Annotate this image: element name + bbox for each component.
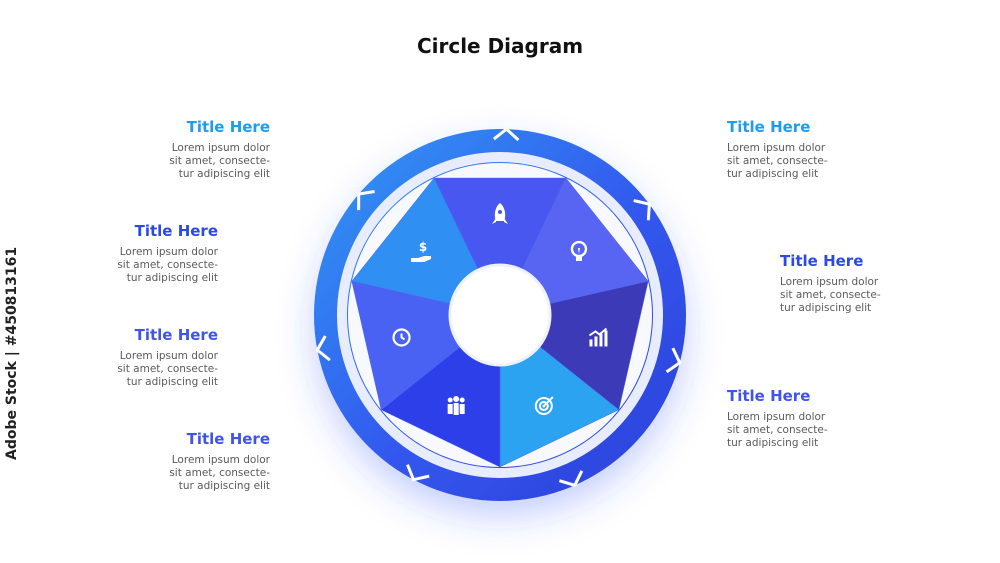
item-line: sit amet, consecte- [169,467,270,479]
item-7: Title Here Lorem ipsum dolor sit amet, c… [727,387,927,450]
item-description: Lorem ipsum dolor sit amet, consecte- tu… [780,276,980,315]
item-5: Title Here Lorem ipsum dolor sit amet, c… [727,118,927,181]
item-title: Title Here [134,326,218,344]
item-line: Lorem ipsum dolor [727,142,826,154]
lightbulb-icon [570,240,588,262]
arrow-marker [665,347,682,374]
item-line: sit amet, consecte- [727,155,828,167]
item-description: Lorem ipsum dolor sit amet, consecte- tu… [70,142,270,181]
arrow-marker [633,199,651,221]
item-line: tur adipiscing elit [178,168,270,180]
item-title: Title Here [727,387,811,405]
item-line: Lorem ipsum dolor [727,411,826,423]
item-description: Lorem ipsum dolor sit amet, consecte- tu… [18,246,218,285]
team-icon [447,395,465,415]
item-line: tur adipiscing elit [727,168,819,180]
item-3: Title Here Lorem ipsum dolor sit amet, c… [18,326,218,389]
arrow-marker [357,190,375,211]
item-line: Lorem ipsum dolor [171,142,270,154]
item-line: tur adipiscing elit [178,480,270,492]
center-hole [448,263,552,367]
item-line: sit amet, consecte- [117,363,218,375]
phone-clock-icon [392,328,411,347]
item-line: sit amet, consecte- [169,155,270,167]
item-line: tur adipiscing elit [126,376,218,388]
item-title: Title Here [186,430,270,448]
item-line: sit amet, consecte- [727,424,828,436]
item-line: tur adipiscing elit [727,437,819,449]
growth-chart-icon [588,327,608,347]
inner-border-ring [337,152,663,478]
item-title: Title Here [780,252,864,270]
item-description: Lorem ipsum dolor sit amet, consecte- tu… [727,411,927,450]
target-icon [534,396,554,415]
arrow-marker [492,127,520,142]
arrow-marker [558,470,584,488]
item-1: Title Here Lorem ipsum dolor sit amet, c… [70,118,270,181]
item-description: Lorem ipsum dolor sit amet, consecte- tu… [18,350,218,389]
item-line: tur adipiscing elit [780,302,872,314]
item-line: Lorem ipsum dolor [171,454,270,466]
money-hand-icon: $ [411,240,432,263]
svg-text:$: $ [419,240,427,254]
item-line: Lorem ipsum dolor [119,246,218,258]
item-line: Lorem ipsum dolor [780,276,879,288]
item-line: Lorem ipsum dolor [119,350,218,362]
item-description: Lorem ipsum dolor sit amet, consecte- tu… [727,142,927,181]
page-title: Circle Diagram [416,34,584,58]
item-4: Title Here Lorem ipsum dolor sit amet, c… [70,430,270,493]
item-title: Title Here [186,118,270,136]
item-line: tur adipiscing elit [126,272,218,284]
arrow-marker [406,464,430,482]
item-6: Title Here Lorem ipsum dolor sit amet, c… [780,252,980,315]
item-description: Lorem ipsum dolor sit amet, consecte- tu… [70,454,270,493]
arrow-marker [315,335,331,362]
item-2: Title Here Lorem ipsum dolor sit amet, c… [18,222,218,285]
item-title: Title Here [134,222,218,240]
rocket-icon [492,203,508,224]
item-line: sit amet, consecte- [117,259,218,271]
item-title: Title Here [727,118,811,136]
item-line: sit amet, consecte- [780,289,881,301]
